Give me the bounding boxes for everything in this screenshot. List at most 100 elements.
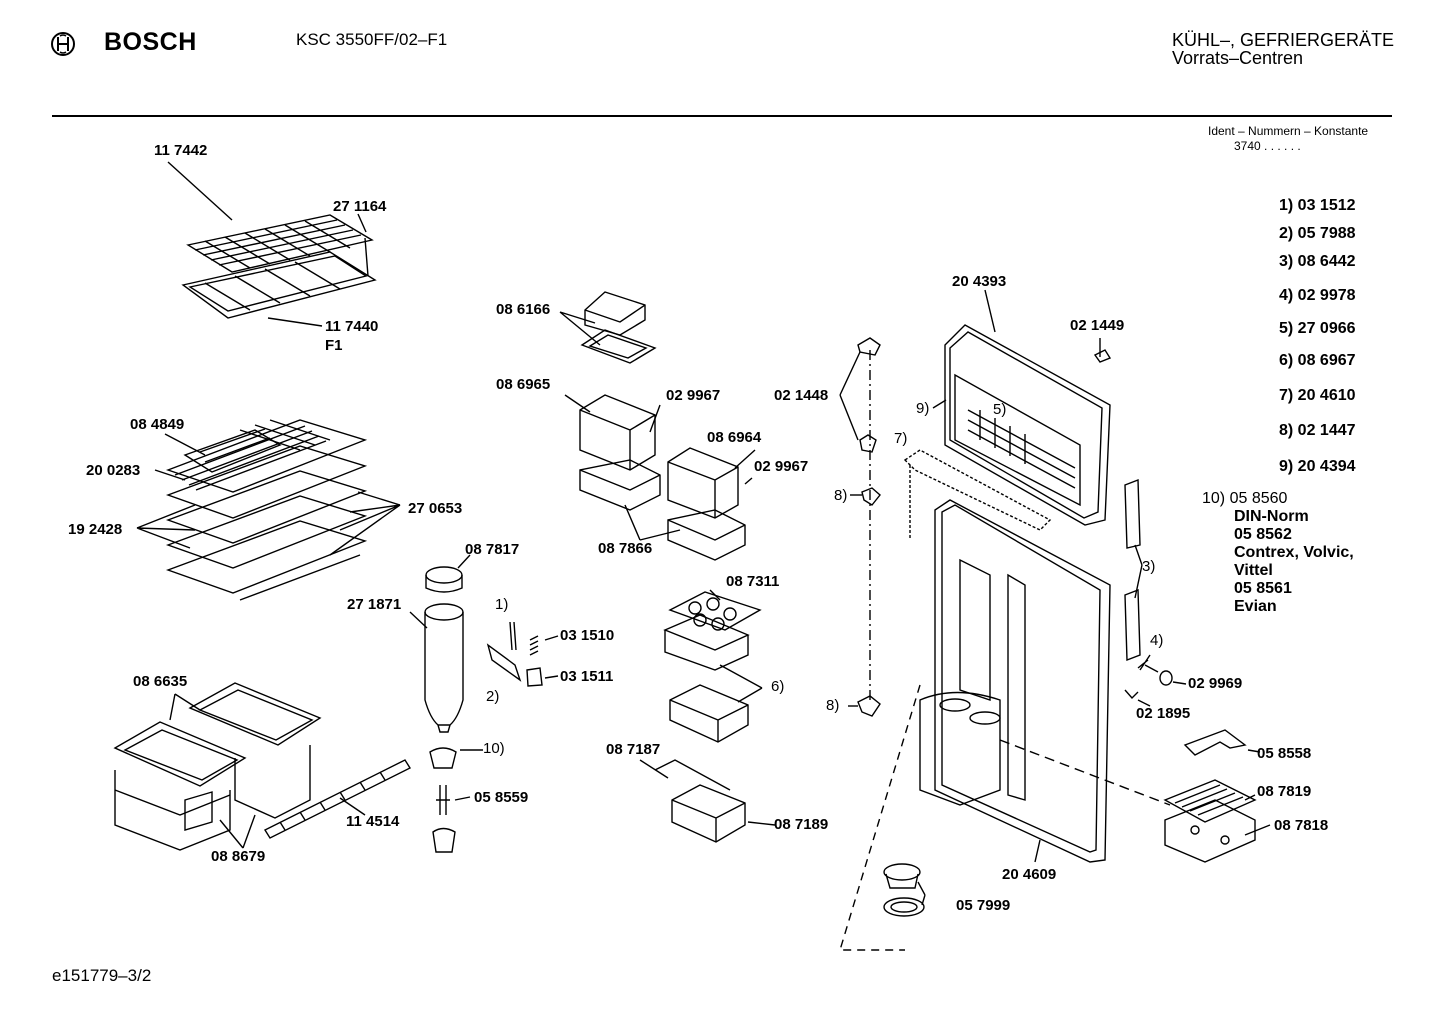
leader-line <box>839 351 861 396</box>
leader-line <box>559 311 601 346</box>
valve-stem <box>436 785 450 815</box>
butter-compartment <box>580 291 657 364</box>
seal-ring-inner <box>890 901 918 913</box>
part-label: 08 4849 <box>130 416 185 433</box>
callout-label: 7) <box>894 430 908 447</box>
leader-line <box>1172 681 1187 685</box>
part-label: 11 4514 <box>346 813 400 830</box>
callout-label: 10) <box>483 740 505 757</box>
category-line-1: KÜHL–, GEFRIERGERÄTE <box>1172 30 1395 50</box>
leader-line <box>167 161 233 221</box>
leader-line <box>984 289 996 333</box>
callout-label: 9) <box>916 400 930 417</box>
callout-label: 2) <box>486 688 500 705</box>
leader-line <box>709 589 721 601</box>
reference-10-line: Vittel <box>1234 562 1273 579</box>
leader-line <box>1144 664 1159 673</box>
leader-line <box>1247 749 1261 753</box>
part-label: F1 <box>325 337 343 354</box>
part-label: 02 1448 <box>774 387 829 404</box>
leader-line <box>932 399 947 409</box>
part-label: 02 1895 <box>1136 705 1191 722</box>
ident-value: 3740 . . . . . . <box>1234 139 1301 153</box>
part-label: 05 7999 <box>956 897 1011 914</box>
leader-line <box>747 821 776 826</box>
callout-label: 4) <box>1150 632 1164 649</box>
part-label: 20 4609 <box>1002 866 1057 883</box>
strip-part <box>263 759 412 839</box>
part-label: 20 0283 <box>86 462 141 479</box>
part-label: 08 7187 <box>606 741 661 758</box>
part-label: 08 7189 <box>774 816 829 833</box>
callout-label: 6) <box>771 678 785 695</box>
part-label: 08 7817 <box>465 541 520 558</box>
bosch-logo-icon <box>51 32 75 56</box>
ident-title: Ident – Nummern – Konstante <box>1208 124 1369 138</box>
stacked-shelves <box>165 419 368 601</box>
egg-compartment-right <box>667 447 746 561</box>
leader-line <box>267 317 323 327</box>
leader-line <box>169 693 201 721</box>
part-label: 08 7866 <box>598 540 653 557</box>
category-line-2: Vorrats–Centren <box>1172 48 1304 68</box>
reference-item: 9) 20 4394 <box>1279 458 1356 475</box>
part-label: 08 7819 <box>1257 783 1312 800</box>
reference-item: 3) 08 6442 <box>1279 253 1356 270</box>
valve-part <box>429 747 457 769</box>
part-label: 05 8559 <box>474 789 529 806</box>
reference-item: 4) 02 9978 <box>1279 287 1356 304</box>
callout-label: 5) <box>993 401 1007 418</box>
part-label: 08 6635 <box>133 673 188 690</box>
leader-line <box>357 213 367 233</box>
part-label: 11 7442 <box>154 142 208 159</box>
spring-part <box>509 621 517 651</box>
part-label: 03 1510 <box>560 627 615 644</box>
leader-line <box>1034 839 1041 863</box>
reference-10-line: 05 8562 <box>1234 526 1292 543</box>
reference-item: 7) 20 4610 <box>1279 387 1356 404</box>
fridge-door <box>919 499 1111 863</box>
leader-line <box>744 477 753 485</box>
hinge-pin <box>861 487 881 506</box>
part-label: 03 1511 <box>560 668 614 685</box>
leader-line <box>1244 794 1256 801</box>
strip-ribs <box>279 771 386 831</box>
bottle <box>424 566 464 733</box>
part-label: 19 2428 <box>68 521 123 538</box>
leader-line <box>457 554 471 569</box>
reference-item: 1) 03 1512 <box>1279 197 1356 214</box>
part-label: 02 1449 <box>1070 317 1125 334</box>
callout-label: 1) <box>495 596 509 613</box>
leader-line <box>564 394 591 413</box>
leader-line <box>164 433 206 456</box>
leader-line <box>219 814 256 849</box>
upper-shelf-grid <box>181 214 377 319</box>
part-label: 02 9967 <box>754 458 809 475</box>
header-rule <box>52 115 1392 117</box>
leader-line <box>544 635 559 641</box>
plug-part <box>1093 349 1112 363</box>
reference-item: 8) 02 1447 <box>1279 422 1356 439</box>
part-label: 08 6166 <box>496 301 551 318</box>
cover-grille <box>1163 779 1257 863</box>
hinge-middle <box>859 434 877 453</box>
spring-part <box>529 635 539 656</box>
leader-line <box>1244 824 1271 836</box>
part-label: 08 6965 <box>496 376 551 393</box>
leader-line <box>454 796 471 801</box>
leader-line <box>734 449 756 469</box>
reference-item: 6) 08 6967 <box>1279 352 1356 369</box>
valve-cap <box>432 827 456 853</box>
part-label: 08 6964 <box>707 429 762 446</box>
crisper-boxes <box>113 682 322 851</box>
seal-part <box>885 873 919 889</box>
leader-line <box>329 491 401 556</box>
part-label: 02 9969 <box>1188 675 1243 692</box>
leader-line <box>136 504 196 549</box>
leader-line <box>639 759 669 779</box>
part-label: 02 9967 <box>666 387 721 404</box>
bracket-part <box>486 643 522 682</box>
reference-10-line: Evian <box>1234 598 1277 615</box>
cover-dashed-line <box>999 739 1171 806</box>
